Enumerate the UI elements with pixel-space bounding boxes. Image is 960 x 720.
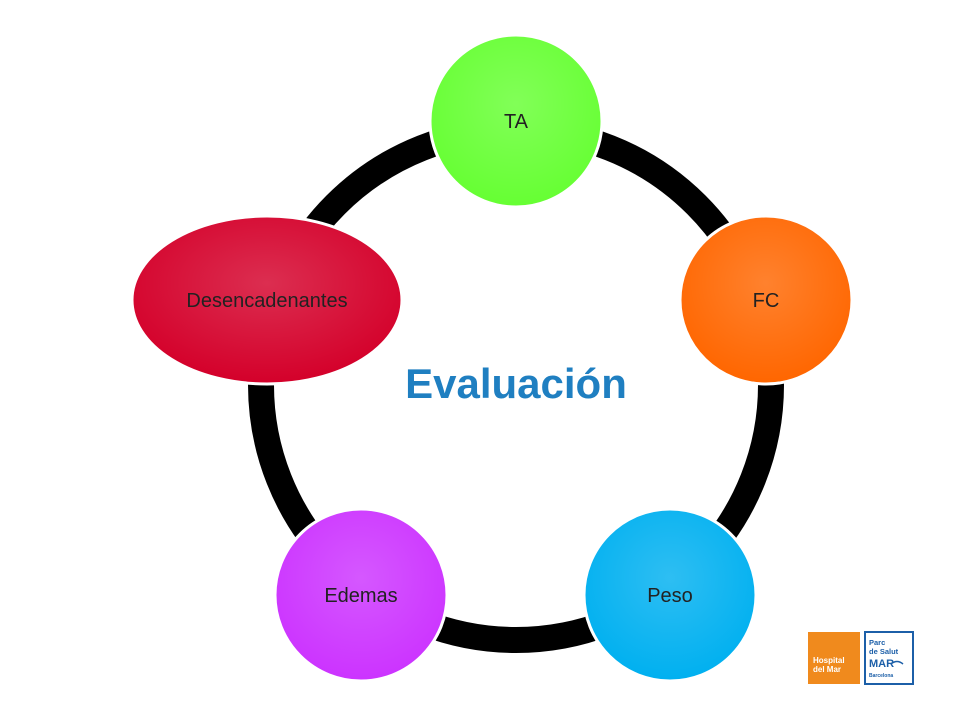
- parc-de-salut-mar-logo: Parc de Salut MAR Barcelona: [864, 631, 914, 685]
- parc-logo-line2: de Salut: [869, 647, 899, 656]
- node-peso-label: Peso: [647, 585, 693, 607]
- node-fc: FC: [678, 214, 854, 386]
- parc-logo-wave: [890, 660, 904, 665]
- node-fc-shine: [680, 216, 852, 384]
- node-desencadenantes: Desencadenantes: [130, 214, 404, 386]
- node-ta-shine: [430, 35, 602, 207]
- node-peso-shine: [584, 509, 756, 681]
- hospital-logo-line1: Hospital: [813, 656, 845, 665]
- node-fc-label: FC: [753, 290, 780, 312]
- parc-logo-box: [864, 631, 914, 685]
- parc-logo-line3: MAR: [869, 658, 894, 670]
- node-edemas: Edemas: [273, 507, 449, 683]
- node-desencadenantes-shine: [132, 216, 402, 384]
- node-desencadenantes-label: Desencadenantes: [186, 290, 347, 312]
- node-peso: Peso: [582, 507, 758, 683]
- node-ta: TA: [428, 33, 604, 209]
- hospital-del-mar-logo: Hospital del Mar: [808, 632, 860, 684]
- hospital-logo-line2: del Mar: [813, 665, 841, 674]
- parc-logo-line1: Parc: [869, 638, 885, 647]
- node-ta-label: TA: [504, 111, 529, 133]
- parc-logo-line4: Barcelona: [869, 673, 893, 679]
- hospital-logo-box: [808, 632, 860, 684]
- node-edemas-shine: [275, 509, 447, 681]
- node-edemas-label: Edemas: [324, 585, 397, 607]
- center-title: Evaluación: [405, 360, 627, 407]
